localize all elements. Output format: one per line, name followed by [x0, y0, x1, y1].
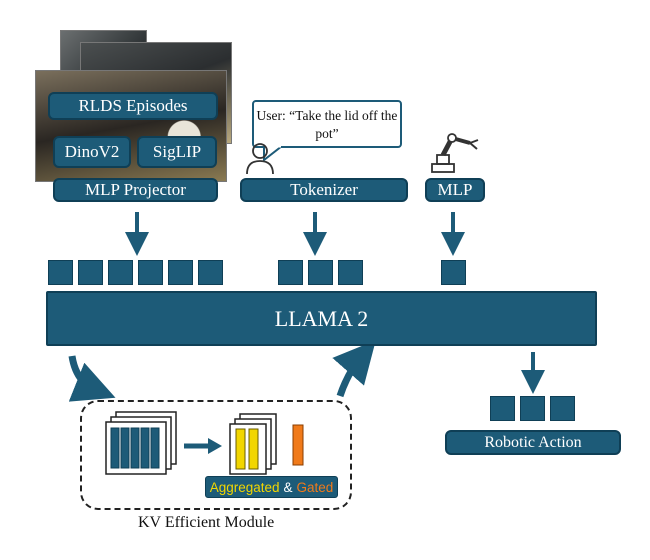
robot-arm-icon: [431, 133, 479, 173]
robotic-action-box: Robotic Action: [445, 430, 621, 455]
ampersand-text: &: [283, 479, 293, 495]
kv-module-frame: [80, 400, 352, 510]
vision-token: [198, 260, 223, 285]
siglip-box: SigLIP: [137, 136, 217, 168]
aggregated-gated-tag: Aggregated & Gated: [205, 476, 338, 498]
vision-token: [48, 260, 73, 285]
tokenizer-label: Tokenizer: [290, 180, 358, 199]
dinov2-box: DinoV2: [53, 136, 131, 168]
kv-compress-arrow: [184, 438, 222, 454]
mlp-box: MLP: [425, 178, 485, 202]
action-token: [550, 396, 575, 421]
aggregated-stack: [229, 413, 277, 475]
language-token: [338, 260, 363, 285]
user-prompt-text: User: “Take the lid off the pot”: [256, 108, 398, 141]
kv-module-title: KV Efficient Module: [138, 514, 275, 531]
mlp-projector-box: MLP Projector: [53, 178, 218, 202]
action-token: [490, 396, 515, 421]
llama2-block: LLAMA 2: [46, 291, 597, 346]
robotic-action-label: Robotic Action: [484, 433, 582, 451]
llm-to-kv-arrow: [68, 355, 116, 402]
language-token: [308, 260, 333, 285]
tokenizer-box: Tokenizer: [240, 178, 408, 202]
kv-to-llm-arrow: [332, 340, 376, 398]
rlds-episodes-box: RLDS Episodes: [48, 92, 218, 120]
vision-token: [108, 260, 133, 285]
aggregated-text: Aggregated: [209, 479, 280, 495]
llama2-label: LLAMA 2: [274, 305, 369, 331]
language-token: [278, 260, 303, 285]
vision-token: [138, 260, 163, 285]
kv-cache-stack: [105, 411, 177, 475]
proprio-token: [441, 260, 466, 285]
rlds-episodes-label: RLDS Episodes: [78, 96, 188, 115]
user-prompt-bubble: User: “Take the lid off the pot”: [252, 100, 402, 148]
mlp-projector-label: MLP Projector: [85, 180, 186, 199]
gated-bar: [292, 424, 304, 466]
dinov2-label: DinoV2: [64, 142, 120, 161]
mlp-label: MLP: [437, 180, 473, 199]
gated-text: Gated: [296, 479, 334, 495]
siglip-label: SigLIP: [152, 142, 202, 161]
action-token: [520, 396, 545, 421]
vision-token: [168, 260, 193, 285]
vision-token: [78, 260, 103, 285]
user-icon: [246, 143, 274, 175]
bubble-tail: [263, 146, 284, 162]
